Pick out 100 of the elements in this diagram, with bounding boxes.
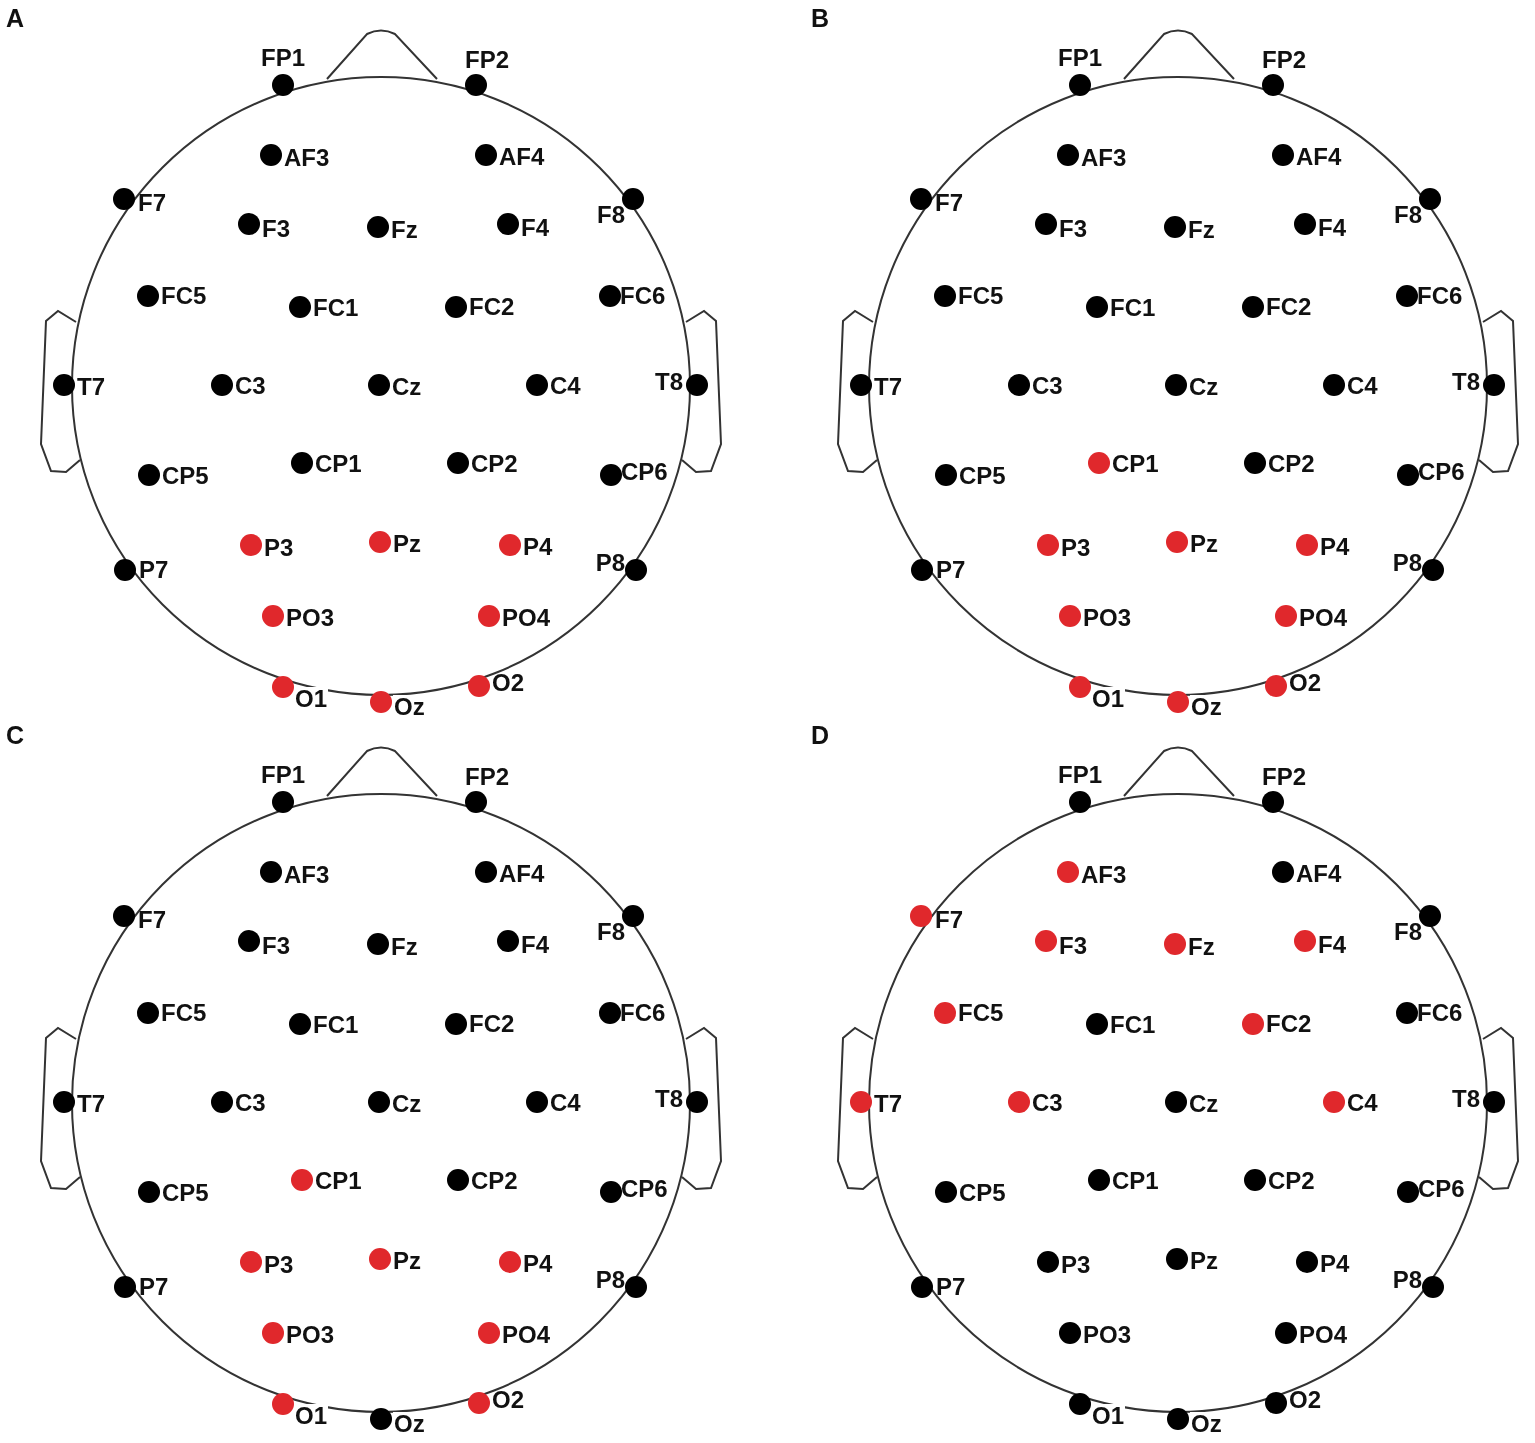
electrode-label: CP1 [315,452,362,476]
electrode-dot-icon [289,296,311,318]
electrode-dot-icon [114,1276,136,1298]
electrode-dot-icon [1164,933,1186,955]
electrode-label: FC6 [620,284,666,308]
electrode-dot-icon [1164,216,1186,238]
electrode-dot-icon [1035,930,1057,952]
panel-letter: B [811,6,830,31]
electrode-dot-icon [1037,1251,1059,1273]
electrode-dot-icon [1069,791,1091,813]
electrode-label: FP2 [1262,765,1306,789]
electrode-dot-icon [447,1169,469,1191]
electrode-dot-icon [445,296,467,318]
electrode-label: AF3 [1081,146,1127,170]
electrode-dot-icon [1422,1276,1444,1298]
electrode-label: FP2 [465,48,509,72]
electrode-label: P8 [595,551,625,575]
electrode-label: C3 [1032,1091,1063,1115]
electrode-dot-icon [1242,1013,1264,1035]
electrode-dot-icon [1167,1408,1189,1430]
electrode-label: F8 [1394,203,1422,227]
electrode-dot-icon [447,452,469,474]
electrode-dot-icon [1059,1322,1081,1344]
electrode-label: FC6 [1417,1001,1463,1025]
electrode-dot-icon [1088,1169,1110,1191]
electrode-dot-icon [526,1091,548,1113]
electrode-dot-icon [1275,1322,1297,1344]
electrode-label: FC5 [958,1001,1004,1025]
electrode-dot-icon [1167,691,1189,713]
electrode-label: FC5 [958,284,1004,308]
electrode-dot-icon [625,1276,647,1298]
electrode-label: Cz [1189,1092,1219,1116]
electrode-label: PO3 [1083,1323,1132,1347]
electrode-label: C4 [550,374,581,398]
electrode-dot-icon [1057,144,1079,166]
electrode-label: AF4 [499,862,545,886]
electrode-dot-icon [368,374,390,396]
electrode-label: FP1 [261,46,305,70]
electrode-dot-icon [850,1091,872,1113]
electrode-label: F8 [597,920,625,944]
electrode-label: CP6 [1418,460,1465,484]
electrode-label: FP1 [261,763,305,787]
electrode-dot-icon [272,1393,294,1415]
electrode-dot-icon [1483,1091,1505,1113]
electrode-label: FC1 [313,1013,359,1037]
electrode-label: C4 [1347,374,1378,398]
electrode-label: Pz [1190,1249,1218,1273]
electrode-label: C3 [235,374,266,398]
electrode-dot-icon [935,464,957,486]
electrode-dot-icon [526,374,548,396]
electrode-label: F4 [1318,216,1346,240]
electrode-label: P3 [264,536,294,560]
electrode-dot-icon [935,1181,957,1203]
electrode-label: FP1 [1058,763,1102,787]
electrode-dot-icon [497,930,519,952]
electrode-label: O2 [1289,671,1321,695]
electrode-dot-icon [1057,861,1079,883]
electrode-dot-icon [291,452,313,474]
electrode-label: PO4 [1299,1323,1348,1347]
electrode-dot-icon [465,791,487,813]
electrode-label: P7 [936,558,966,582]
electrode-dot-icon [1242,296,1264,318]
electrode-dot-icon [478,1322,500,1344]
electrode-dot-icon [1396,1002,1418,1024]
electrode-dot-icon [1296,534,1318,556]
electrode-dot-icon [1165,1091,1187,1113]
electrode-dot-icon [1294,930,1316,952]
electrode-label: PO3 [1083,606,1132,630]
electrode-dot-icon [1088,452,1110,474]
electrode-label: T8 [1452,370,1480,394]
electrode-dot-icon [1086,296,1108,318]
electrode-dot-icon [478,605,500,627]
electrode-dot-icon [1275,605,1297,627]
electrode-label: CP5 [162,464,209,488]
electrode-label: PO3 [286,1323,335,1347]
electrode-dot-icon [1166,531,1188,553]
electrode-dot-icon [1008,1091,1030,1113]
electrode-dot-icon [1272,861,1294,883]
electrode-label: PO3 [286,606,335,630]
electrode-dot-icon [1008,374,1030,396]
electrode-label: T8 [655,370,683,394]
electrode-dot-icon [1166,1248,1188,1270]
electrode-dot-icon [625,559,647,581]
electrode-label: T8 [655,1087,683,1111]
electrode-dot-icon [475,861,497,883]
electrode-label: C4 [1347,1091,1378,1115]
electrode-dot-icon [934,1002,956,1024]
electrode-dot-icon [910,905,932,927]
electrode-dot-icon [600,464,622,486]
electrode-label: Pz [393,532,421,556]
electrode-dot-icon [291,1169,313,1191]
electrode-label: Cz [1189,375,1219,399]
electrode-label: O2 [492,1388,524,1412]
electrode-dot-icon [1262,74,1284,96]
electrode-dot-icon [211,374,233,396]
electrode-label: Fz [391,935,418,959]
electrode-label: FP1 [1058,46,1102,70]
electrode-label: PO4 [1299,606,1348,630]
electrode-label: AF3 [284,146,330,170]
electrode-dot-icon [686,1091,708,1113]
